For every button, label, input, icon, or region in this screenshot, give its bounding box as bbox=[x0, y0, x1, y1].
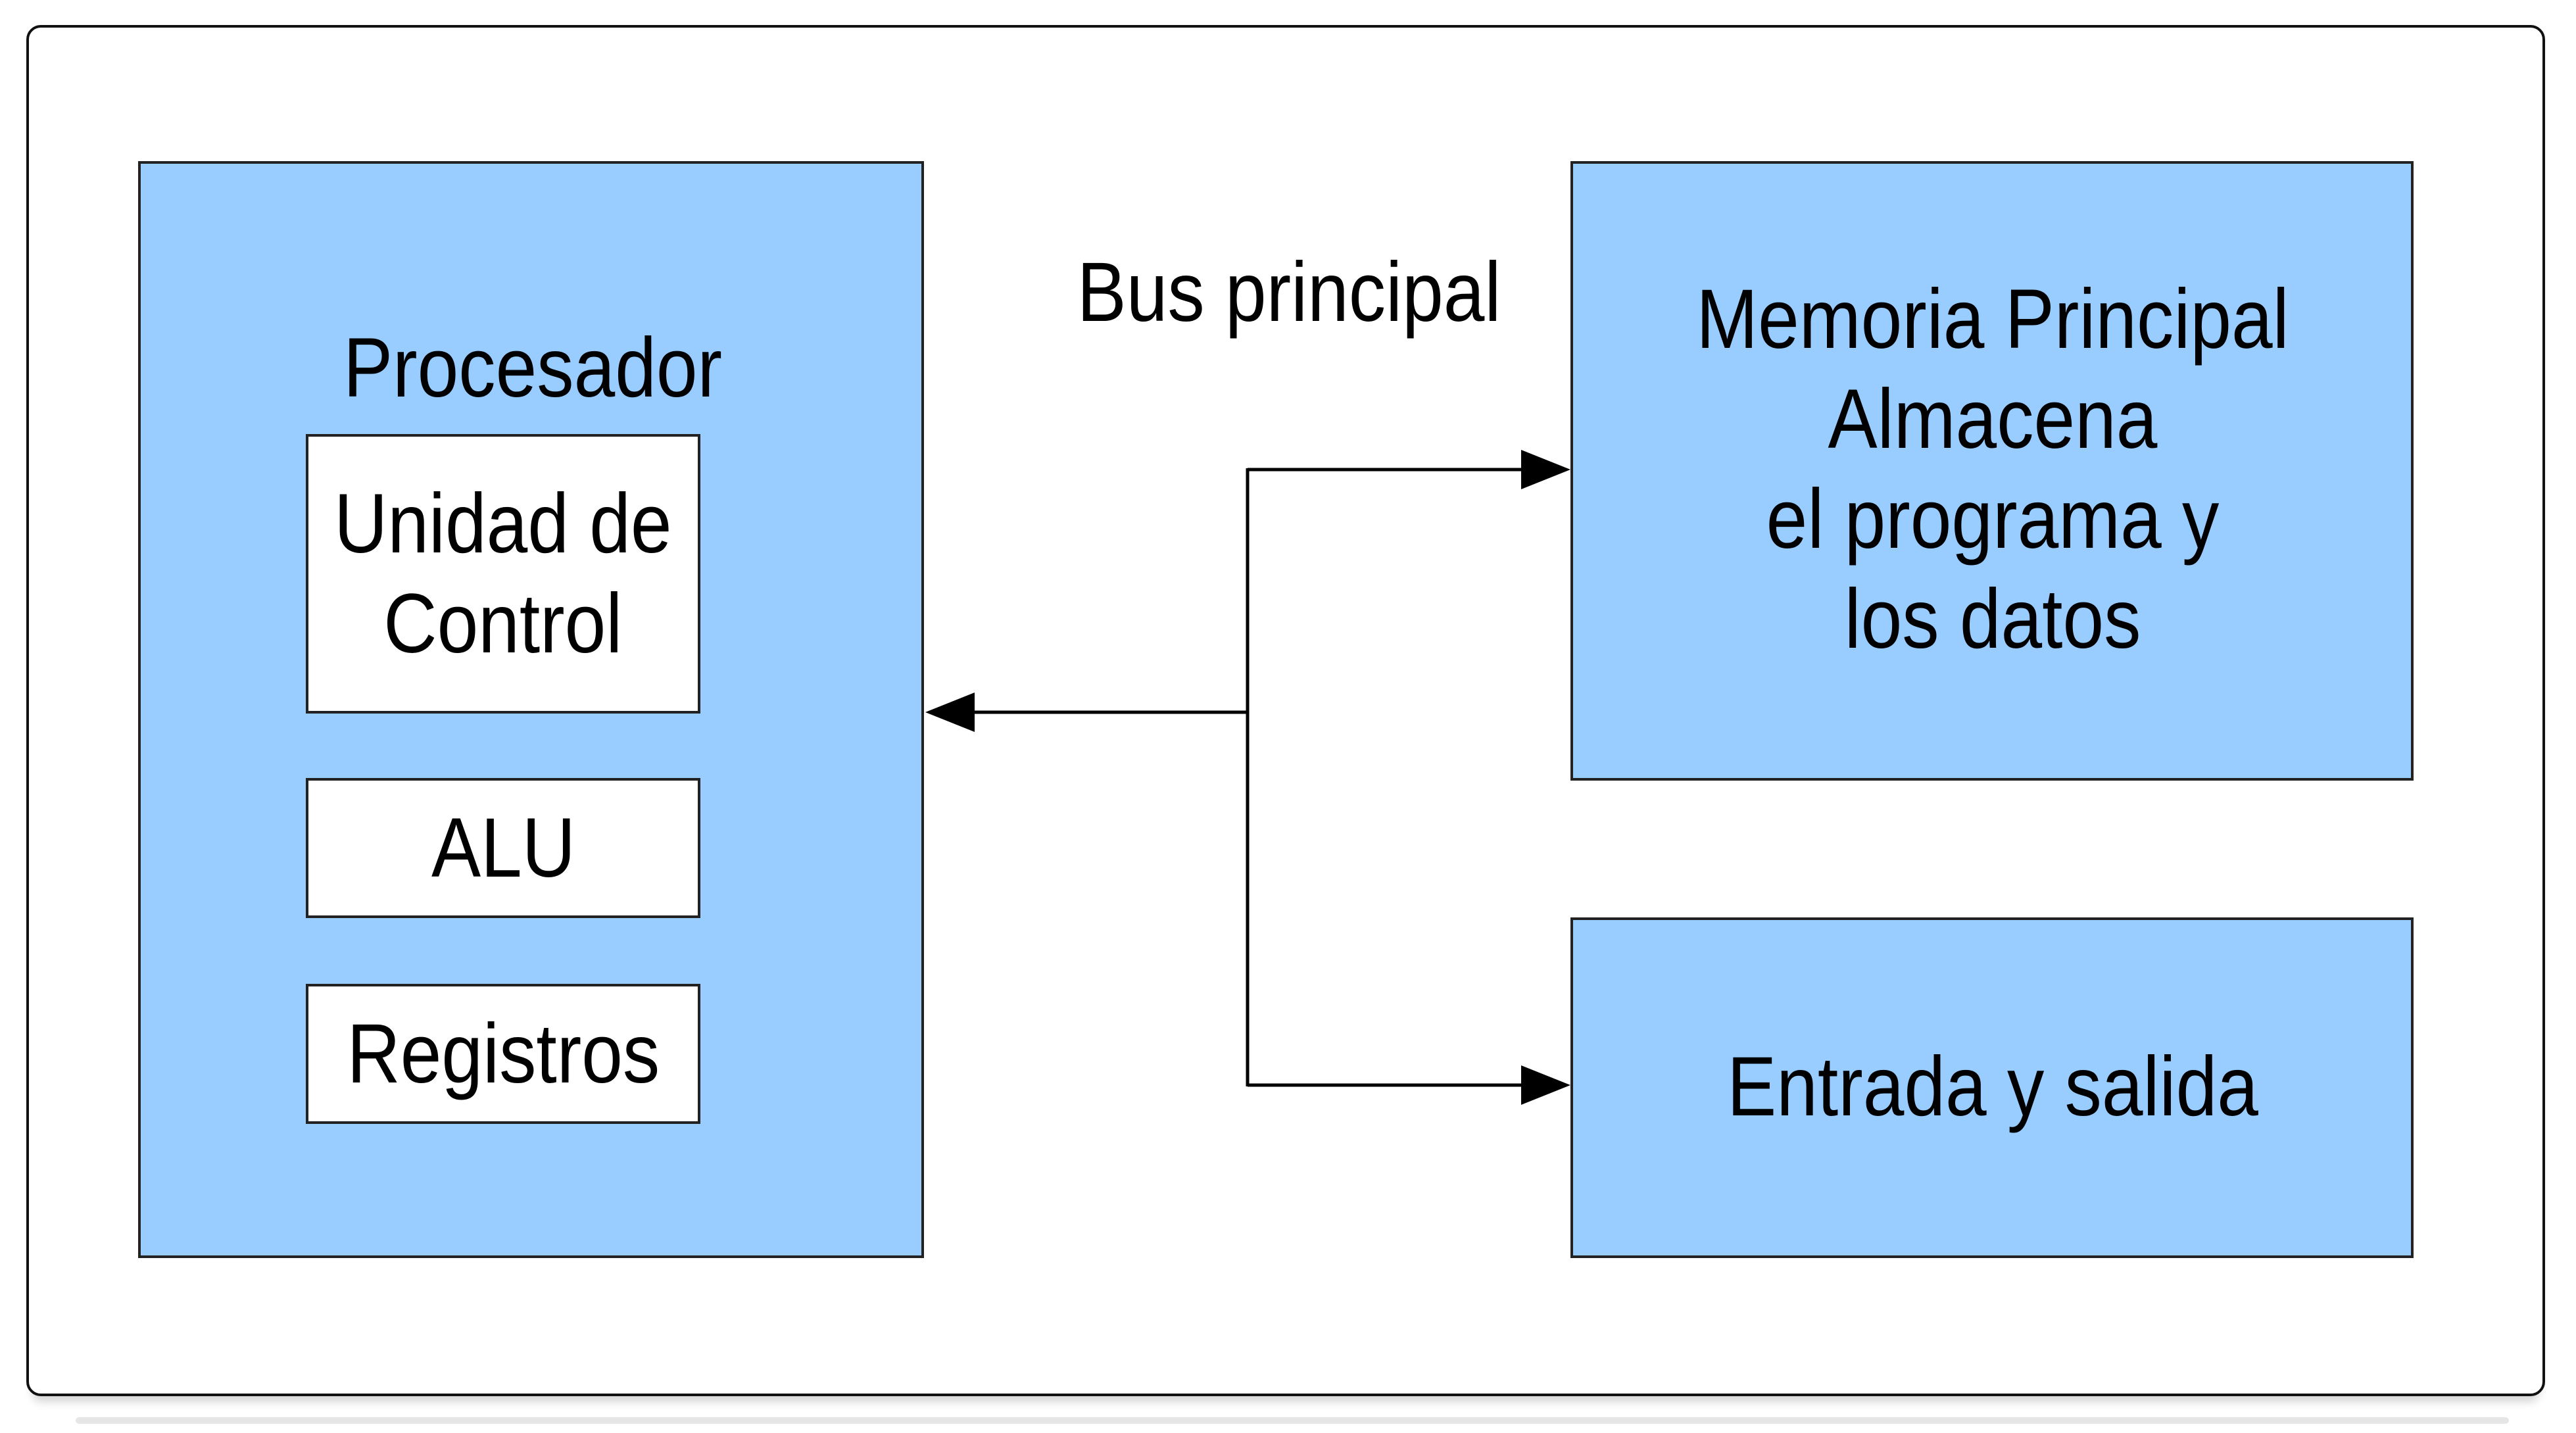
memory-label-line3: el programa y bbox=[1766, 472, 2220, 566]
processor-title: Procesador bbox=[343, 321, 723, 415]
control-unit-label-line1: Unidad de bbox=[334, 476, 672, 571]
memory-box bbox=[1570, 161, 2414, 781]
frame-shadow bbox=[76, 1417, 2509, 1424]
registers-box: Registros bbox=[306, 984, 700, 1124]
control-unit-label: Unidad de Control bbox=[334, 474, 672, 674]
alu-label: ALU bbox=[431, 800, 575, 895]
control-unit-label-line2: Control bbox=[383, 576, 623, 671]
arrowhead-memory bbox=[1521, 450, 1570, 489]
bus-label: Bus principal bbox=[1077, 245, 1501, 339]
io-box bbox=[1570, 917, 2414, 1258]
registers-label: Registros bbox=[347, 1006, 660, 1101]
memory-label: Memoria Principal Almacena el programa y… bbox=[1645, 270, 2340, 669]
arrowhead-io bbox=[1521, 1065, 1570, 1105]
memory-label-line4: los datos bbox=[1844, 572, 2141, 666]
alu-box: ALU bbox=[306, 778, 700, 918]
memory-label-line2: Almacena bbox=[1828, 372, 2158, 466]
arrowhead-processor bbox=[925, 692, 975, 732]
io-label: Entrada y salida bbox=[1727, 1040, 2258, 1134]
memory-label-line1: Memoria Principal bbox=[1696, 272, 2289, 366]
control-unit-box: Unidad de Control bbox=[306, 434, 700, 714]
